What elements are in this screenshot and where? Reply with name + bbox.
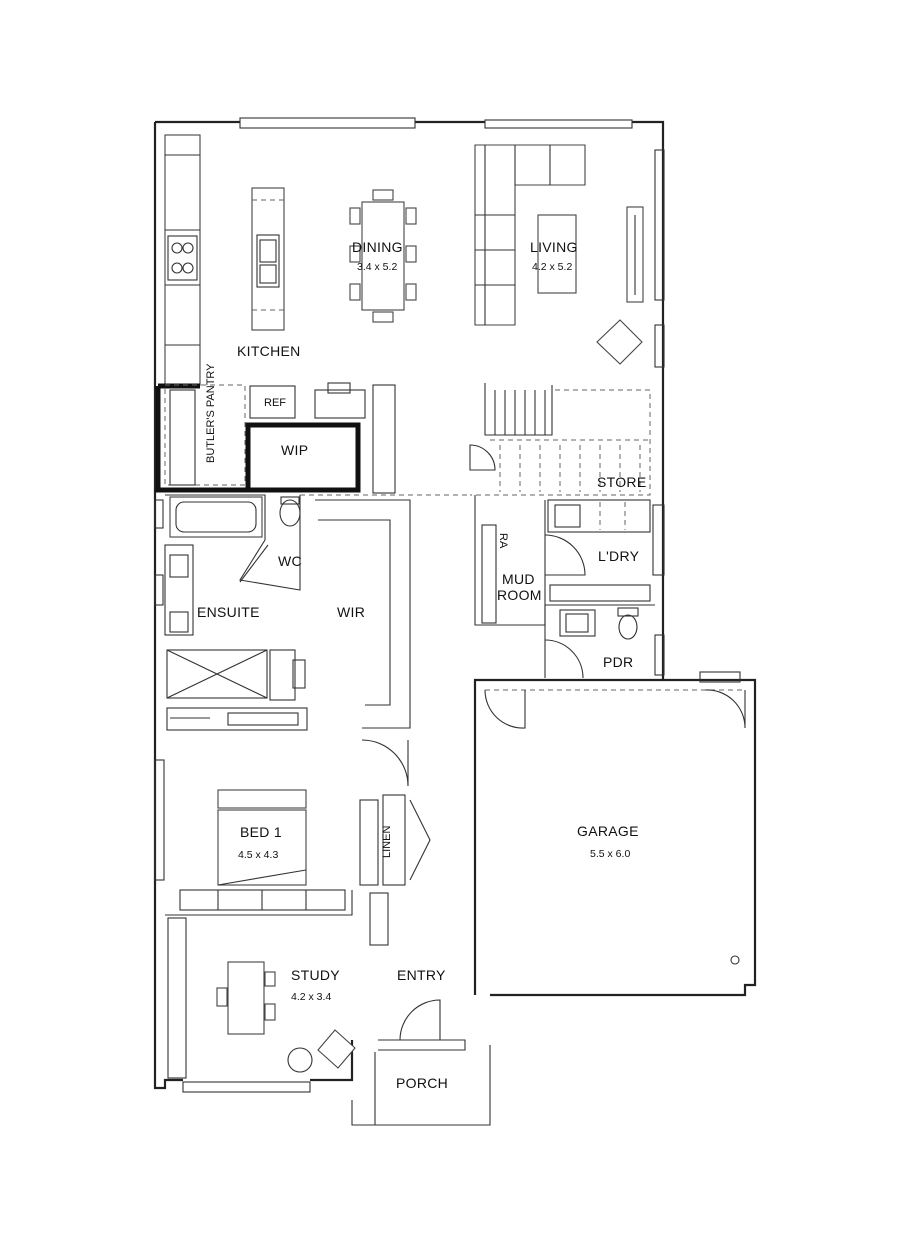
label-ra: RA — [497, 533, 509, 549]
label-pdr: PDR — [603, 654, 633, 670]
label-living-size: 4.2 x 5.2 — [532, 261, 572, 273]
label-linen: LINEN — [381, 826, 393, 858]
label-wip: WIP — [281, 442, 308, 458]
label-mud: MUD — [502, 571, 535, 587]
garage — [484, 671, 746, 965]
windows — [154, 117, 665, 1093]
label-butlers-pantry: BUTLER'S PANTRY — [205, 363, 217, 463]
label-kitchen: KITCHEN — [237, 343, 301, 359]
label-laundry: L'DRY — [598, 548, 640, 564]
kitchen-island — [251, 187, 285, 331]
label-ref: REF — [264, 397, 286, 409]
room-labels: KITCHEN DINING 3.4 x 5.2 LIVING 4.2 x 5.… — [197, 239, 646, 1091]
study — [167, 917, 356, 1079]
laundry-mud-pdr — [474, 495, 655, 679]
butlers-pantry — [155, 382, 396, 494]
kitchen-bench — [164, 134, 201, 386]
label-bed1: BED 1 — [240, 824, 282, 840]
label-ensuite: ENSUITE — [197, 604, 260, 620]
living-sofa — [474, 144, 644, 365]
label-garage-size: 5.5 x 6.0 — [590, 848, 630, 860]
label-dining: DINING — [352, 239, 403, 255]
label-wir: WIR — [337, 604, 365, 620]
entry-porch — [351, 999, 491, 1126]
label-bed1-size: 4.5 x 4.3 — [238, 849, 278, 861]
label-wc: WC — [278, 553, 302, 569]
label-store: STORE — [597, 474, 646, 490]
stairs — [469, 383, 651, 496]
label-garage: GARAGE — [577, 823, 639, 839]
label-living: LIVING — [530, 239, 578, 255]
label-room: ROOM — [497, 587, 542, 603]
dining-table — [349, 189, 417, 323]
ensuite-wc-wir — [164, 494, 470, 787]
label-dining-size: 3.4 x 5.2 — [357, 261, 397, 273]
label-porch: PORCH — [396, 1075, 448, 1091]
label-study-size: 4.2 x 3.4 — [291, 991, 331, 1003]
label-entry: ENTRY — [397, 967, 446, 983]
bed1 — [165, 789, 431, 946]
label-study: STUDY — [291, 967, 340, 983]
